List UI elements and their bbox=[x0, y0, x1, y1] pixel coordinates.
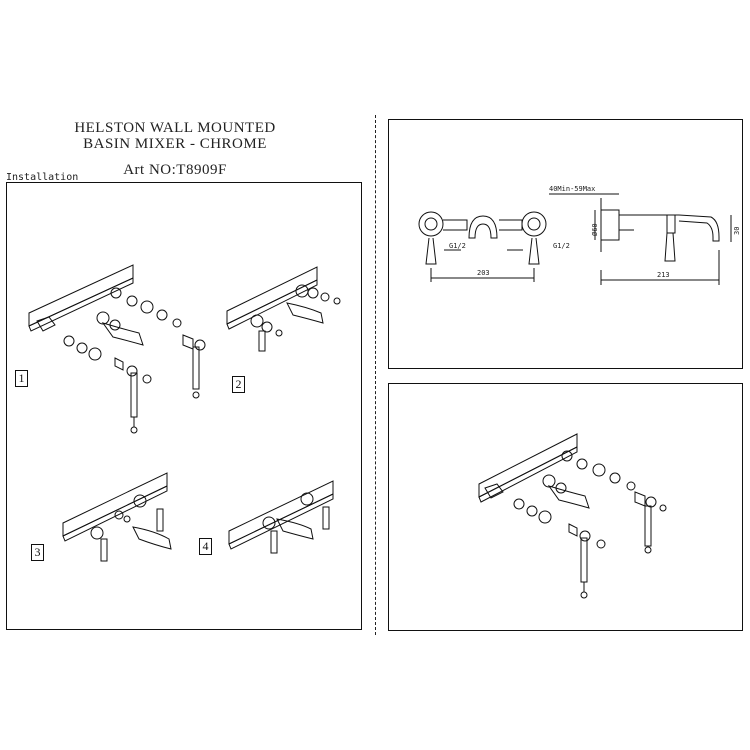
panel-divider bbox=[375, 115, 376, 635]
step-1-lever-handle-2 bbox=[192, 346, 200, 390]
title-block: HELSTON WALL MOUNTED BASIN MIXER - CHROM… bbox=[0, 120, 350, 179]
step-3-drawing bbox=[62, 472, 172, 562]
step-3-label: 3 bbox=[31, 544, 44, 561]
exploded-backplate bbox=[478, 433, 578, 498]
exploded-view-panel bbox=[388, 383, 743, 631]
centers-width-label: 203 bbox=[477, 269, 490, 277]
product-title-line-1: HELSTON WALL MOUNTED bbox=[74, 120, 276, 136]
dimensions-panel: G1/2 G1/2 203 40Min-59Max 213 Ø60 30 bbox=[388, 119, 743, 369]
front-right-handle bbox=[528, 237, 540, 265]
dimension-drawing: G1/2 G1/2 203 40Min-59Max 213 Ø60 30 bbox=[418, 185, 741, 285]
front-view bbox=[418, 211, 547, 282]
exploded-spout bbox=[547, 485, 590, 509]
installation-drawing bbox=[28, 264, 341, 562]
projection-range-label: 40Min-59Max bbox=[549, 185, 595, 193]
step-4-label: 4 bbox=[199, 538, 212, 555]
diameter-label: Ø60 bbox=[591, 223, 599, 236]
step-2-drawing bbox=[226, 266, 341, 352]
side-view bbox=[549, 193, 732, 285]
spout-height-label: 30 bbox=[733, 227, 741, 235]
exploded-lever-handle bbox=[580, 537, 588, 583]
step-1-drawing bbox=[28, 264, 206, 434]
step-1-backplate bbox=[28, 264, 134, 327]
front-left-handle bbox=[425, 237, 437, 265]
thread-right-label: G1/2 bbox=[553, 242, 570, 250]
step-1-label: 1 bbox=[15, 370, 28, 387]
spout-length-label: 213 bbox=[657, 271, 670, 279]
step-1-spout bbox=[101, 322, 144, 346]
product-title-line-2: BASIN MIXER - CHROME bbox=[83, 136, 267, 152]
installation-label: Installation bbox=[6, 172, 79, 183]
article-number: Art NO:T8909F bbox=[123, 162, 227, 178]
side-handle bbox=[664, 232, 676, 262]
step-4-drawing bbox=[228, 480, 334, 554]
thread-left-label: G1/2 bbox=[449, 242, 466, 250]
step-2-label: 2 bbox=[232, 376, 245, 393]
step-1-lever-handle bbox=[130, 372, 138, 418]
exploded-lever-handle-2 bbox=[644, 505, 652, 547]
installation-panel: 1 2 3 4 bbox=[6, 182, 362, 630]
exploded-view-drawing bbox=[478, 433, 667, 599]
